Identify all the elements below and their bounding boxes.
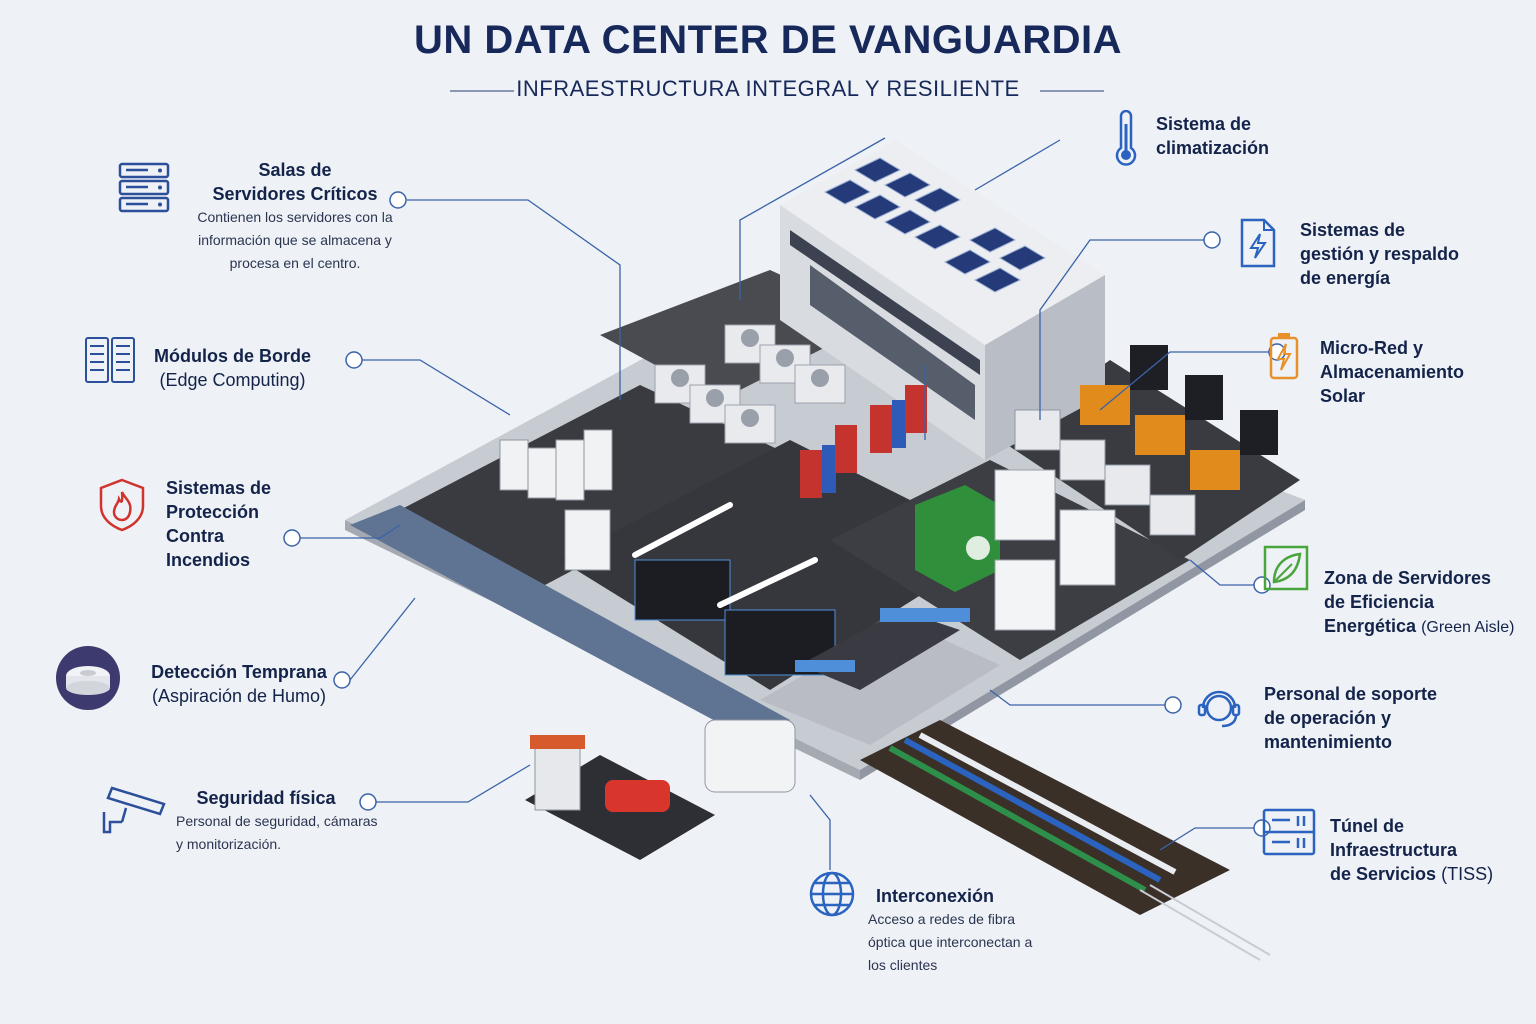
building-window-band: [790, 230, 980, 375]
callout-interconexion-title: Interconexión: [876, 886, 995, 906]
tunnel-cables: [888, 732, 1177, 893]
roof-solar-panels: [823, 157, 1047, 293]
callout-incendios-title-1: Sistemas de: [166, 478, 272, 498]
callout-deteccion-title: Detección Temprana: [151, 662, 327, 682]
callout-seguridad-desc-2: y monitorización.: [176, 836, 282, 852]
edge-rack-icon: [85, 337, 135, 383]
control-room-floor: [760, 620, 1000, 745]
headset-agent-icon: [1197, 690, 1241, 728]
callout-microred-title-2: Almacenamiento: [1320, 362, 1465, 382]
page-subtitle: INFRAESTRUCTURA INTEGRAL Y RESILIENTE: [516, 76, 1020, 101]
callout-green-title-3-suffix: (Green Aisle): [1421, 619, 1515, 636]
red-car: [605, 780, 670, 812]
callout-borde-subtitle: (Edge Computing): [159, 370, 306, 390]
callout-salas-title-1: Salas de: [258, 160, 332, 180]
callout-salas-title-2: Servidores Críticos: [212, 184, 378, 204]
callout-green-title-3: Energética: [1324, 616, 1417, 636]
callout-incendios-title-3: Contra: [166, 526, 224, 546]
callout-tunel-title-1: Túnel de: [1330, 816, 1405, 836]
callout-tunel-title-3-suffix: (TISS): [1441, 864, 1494, 884]
leaf-icon: [1263, 545, 1309, 591]
page-title: UN DATA CENTER DE VANGUARDIA: [413, 18, 1123, 62]
callout-borde: Módulos de Borde (Edge Computing): [140, 344, 325, 392]
callout-tunel: Túnel de Infraestructura de Servicios (T…: [1330, 814, 1530, 886]
plate-edge-right: [860, 500, 1305, 780]
callout-energia: Sistemas de gestión y respaldo de energí…: [1300, 218, 1500, 290]
callout-salas: Salas de Servidores Críticos Contienen l…: [170, 158, 420, 275]
fiber-lines: [1139, 884, 1271, 961]
leader-lines: [300, 137, 1270, 870]
callout-interconexion-desc-1: Acceso a redes de fibra: [868, 911, 1016, 927]
ups-cabinets: [800, 385, 927, 498]
callout-interconexion: Interconexión Acceso a redes de fibra óp…: [868, 884, 1078, 977]
callout-microred-title-3: Solar: [1320, 386, 1366, 406]
callout-personal: Personal de soporte de operación y mante…: [1264, 682, 1484, 754]
callout-personal-title-2: de operación y: [1264, 708, 1392, 728]
leader-dots: [283, 191, 1286, 837]
callout-seguridad-desc-1: Personal de seguridad, cámaras: [176, 813, 378, 829]
callout-interconexion-desc-2: óptica que interconectan a: [868, 934, 1033, 950]
building-louvers: [810, 265, 975, 420]
subtitle-rule-left: [450, 90, 514, 92]
green-module-badge: [966, 536, 990, 560]
callout-borde-title: Módulos de Borde: [154, 346, 311, 366]
callout-personal-title-1: Personal de soporte: [1264, 684, 1438, 704]
callout-incendios-title-2: Protección: [166, 502, 260, 522]
energy-document-icon: [1240, 218, 1276, 268]
main-hall-floor: [560, 440, 1000, 690]
callout-green-title-1: Zona de Servidores: [1324, 568, 1492, 588]
subtitle-rule-right: [1040, 90, 1104, 92]
callout-salas-desc-3: procesa en el centro.: [229, 255, 361, 271]
guard-booth: [534, 744, 581, 811]
callout-interconexion-desc-3: los clientes: [868, 957, 938, 973]
callout-incendios-title-4: Incendios: [166, 550, 251, 570]
security-camera-icon: [102, 786, 166, 834]
callout-deteccion-subtitle: (Aspiración de Humo): [151, 686, 327, 706]
solar-battery-units: [1014, 409, 1196, 536]
server-stack-icon: [118, 162, 170, 213]
callout-green: Zona de Servidores de Eficiencia Energét…: [1324, 566, 1534, 640]
containment-pipes: [632, 502, 818, 608]
smoke-detector-icon: [56, 646, 120, 710]
callout-salas-desc-1: Contienen los servidores con la: [197, 209, 393, 225]
callout-climatizacion: Sistema de climatización: [1156, 112, 1356, 160]
white-modules: [994, 469, 1116, 631]
callout-microred: Micro-Red y Almacenamiento Solar: [1320, 336, 1520, 408]
callout-seguridad-title: Seguridad física: [196, 788, 336, 808]
energy-storage: [1080, 345, 1278, 490]
callout-seguridad: Seguridad física Personal de seguridad, …: [176, 786, 396, 856]
callout-personal-title-3: mantenimiento: [1264, 732, 1393, 752]
callout-climatizacion-title-1: Sistema de: [1156, 114, 1252, 134]
green-module: [915, 485, 1000, 592]
callout-energia-title-1: Sistemas de: [1300, 220, 1406, 240]
callout-energia-title-2: gestión y respaldo: [1300, 244, 1460, 264]
callout-climatizacion-title-2: climatización: [1156, 138, 1270, 158]
callout-energia-title-3: de energía: [1300, 268, 1391, 288]
callout-tunel-title-2: Infraestructura: [1330, 840, 1458, 860]
service-van: [704, 719, 796, 793]
callout-incendios: Sistemas de Protección Contra Incendios: [166, 476, 306, 572]
thermometer-icon: [1115, 110, 1137, 166]
guard-booth-roof: [530, 735, 585, 749]
chiller-units: [654, 324, 846, 444]
callout-tunel-title-3: de Servicios: [1330, 864, 1437, 884]
entry-corridor: [350, 505, 790, 745]
callout-deteccion: Detección Temprana (Aspiración de Humo): [144, 660, 334, 708]
battery-icon: [1269, 333, 1299, 380]
server-panel-icon: [1262, 808, 1316, 856]
critical-server-racks: [499, 429, 613, 571]
callout-microred-title-1: Micro-Red y: [1320, 338, 1424, 358]
callout-salas-desc-2: información que se almacena y: [198, 232, 392, 248]
control-room: [795, 608, 970, 690]
fire-shield-icon: [99, 478, 145, 532]
callout-green-title-2: de Eficiencia: [1324, 592, 1435, 612]
globe-icon: [809, 871, 855, 917]
